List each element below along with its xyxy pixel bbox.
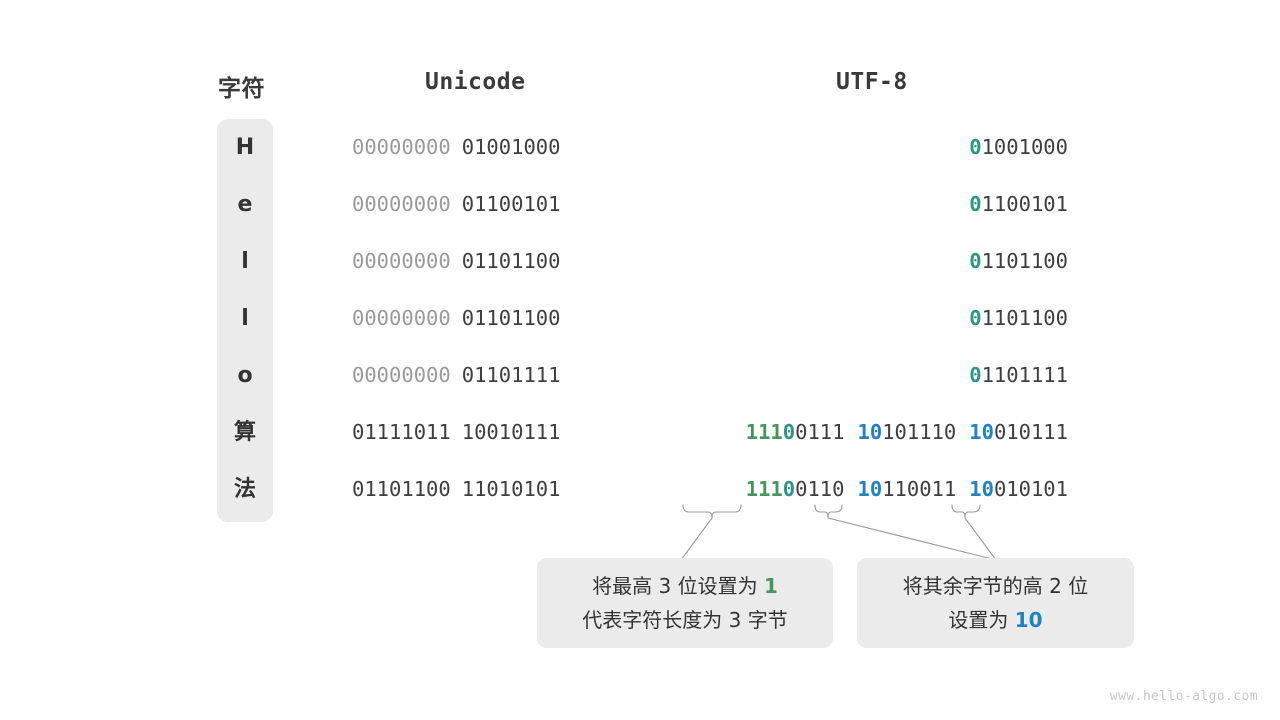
utf8-byte: 10010111 xyxy=(969,420,1068,444)
column-header-utf8: UTF-8 xyxy=(836,69,908,95)
unicode-bits: 00000000 01101100 xyxy=(352,290,561,347)
callout-left-highlight-1: 1 xyxy=(763,574,778,598)
utf8-byte: 01101111 xyxy=(969,363,1068,387)
unicode-high-byte: 00000000 xyxy=(352,363,451,387)
utf8-byte: 01101100 xyxy=(969,249,1068,273)
utf8-byte-prefix-terminator: 0 xyxy=(782,420,796,444)
utf8-byte-prefix: 0 xyxy=(969,363,982,387)
utf8-byte: 10101110 xyxy=(858,420,957,444)
char-cell: l xyxy=(241,306,249,331)
char-cell: l xyxy=(241,249,249,274)
utf8-byte: 10110011 xyxy=(858,477,957,501)
utf8-byte-payload: 1101100 xyxy=(981,249,1068,273)
unicode-high-byte: 00000000 xyxy=(352,135,451,159)
unicode-low-byte: 01100101 xyxy=(461,192,561,216)
char-cell: o xyxy=(237,363,253,388)
utf8-byte-prefix: 0 xyxy=(969,192,982,216)
unicode-high-byte: 01111011 xyxy=(352,420,451,444)
callout-right-line-2-text: 设置为 xyxy=(948,608,1015,632)
callout-left-line-1: 将最高 3 位设置为 1 xyxy=(592,569,778,603)
utf8-byte-prefix: 10 xyxy=(857,420,883,444)
unicode-low-byte: 10010111 xyxy=(461,420,561,444)
unicode-bits: 01101100 11010101 xyxy=(352,461,561,518)
utf8-byte: 01100101 xyxy=(969,192,1068,216)
callout-box-continuation-byte: 将其余字节的高 2 位 设置为 10 xyxy=(857,558,1134,648)
watermark: www.hello-algo.com xyxy=(1109,689,1258,704)
utf8-byte-prefix: 0 xyxy=(969,306,982,330)
unicode-bits: 00000000 01100101 xyxy=(352,176,561,233)
column-header-char: 字符 xyxy=(218,76,265,102)
callout-left-line-2: 代表字符长度为 3 字节 xyxy=(582,608,788,632)
utf8-bits: 01100101 xyxy=(352,176,1068,233)
unicode-bits: 00000000 01101100 xyxy=(352,233,561,290)
unicode-high-byte: 00000000 xyxy=(352,306,451,330)
utf8-byte-payload: 010111 xyxy=(993,420,1068,444)
char-cell: e xyxy=(237,192,253,217)
utf8-bits: 01101111 xyxy=(352,347,1068,404)
char-cell: H xyxy=(235,135,255,160)
unicode-low-byte: 01001000 xyxy=(461,135,561,159)
utf8-byte: 01001000 xyxy=(969,135,1068,159)
utf8-byte-prefix: 10 xyxy=(969,420,994,444)
callout-right-line-1: 将其余字节的高 2 位 xyxy=(902,574,1089,598)
char-cell: 算 xyxy=(233,420,256,445)
utf8-byte: 11100110 xyxy=(746,477,845,501)
utf8-byte-payload: 110011 xyxy=(882,477,957,501)
utf8-byte-prefix: 111 xyxy=(745,477,783,501)
utf8-byte: 10010101 xyxy=(969,477,1068,501)
callout-right-line-2: 设置为 10 xyxy=(948,603,1042,637)
utf8-byte-payload: 0110 xyxy=(795,477,845,501)
utf8-byte-prefix: 10 xyxy=(857,477,883,501)
unicode-bits: 00000000 01001000 xyxy=(352,119,561,176)
utf8-byte-payload: 1101111 xyxy=(981,363,1068,387)
char-cell: 法 xyxy=(233,477,256,502)
unicode-high-byte: 00000000 xyxy=(352,249,451,273)
utf8-byte-payload: 0111 xyxy=(795,420,845,444)
callout-box-leading-byte: 将最高 3 位设置为 1 代表字符长度为 3 字节 xyxy=(537,558,833,648)
utf8-bits: 01101100 xyxy=(352,290,1068,347)
unicode-bits: 01111011 10010111 xyxy=(352,404,561,461)
column-header-unicode: Unicode xyxy=(425,69,526,95)
unicode-low-byte: 11010101 xyxy=(461,477,561,501)
utf8-byte-payload: 1100101 xyxy=(981,192,1068,216)
unicode-low-byte: 01101111 xyxy=(461,363,561,387)
utf8-byte-payload: 101110 xyxy=(882,420,957,444)
utf8-byte-prefix: 111 xyxy=(745,420,783,444)
utf8-byte-prefix: 10 xyxy=(969,477,994,501)
unicode-bits: 00000000 01101111 xyxy=(352,347,561,404)
utf8-byte-payload: 1101100 xyxy=(981,306,1068,330)
utf8-bits: 01001000 xyxy=(352,119,1068,176)
callout-right-highlight-10: 10 xyxy=(1014,608,1043,632)
unicode-high-byte: 00000000 xyxy=(352,192,451,216)
utf8-bits: 01101100 xyxy=(352,233,1068,290)
utf8-byte-prefix-terminator: 0 xyxy=(782,477,796,501)
unicode-high-byte: 01101100 xyxy=(352,477,451,501)
unicode-low-byte: 01101100 xyxy=(461,249,561,273)
utf8-byte: 11100111 xyxy=(746,420,845,444)
utf8-byte-prefix: 0 xyxy=(969,135,982,159)
callout-left-line-1-text: 将最高 3 位设置为 xyxy=(592,574,764,598)
utf8-byte-payload: 1001000 xyxy=(981,135,1068,159)
utf8-byte-payload: 010101 xyxy=(993,477,1068,501)
utf8-byte-prefix: 0 xyxy=(969,249,982,273)
utf8-byte: 01101100 xyxy=(969,306,1068,330)
unicode-low-byte: 01101100 xyxy=(461,306,561,330)
